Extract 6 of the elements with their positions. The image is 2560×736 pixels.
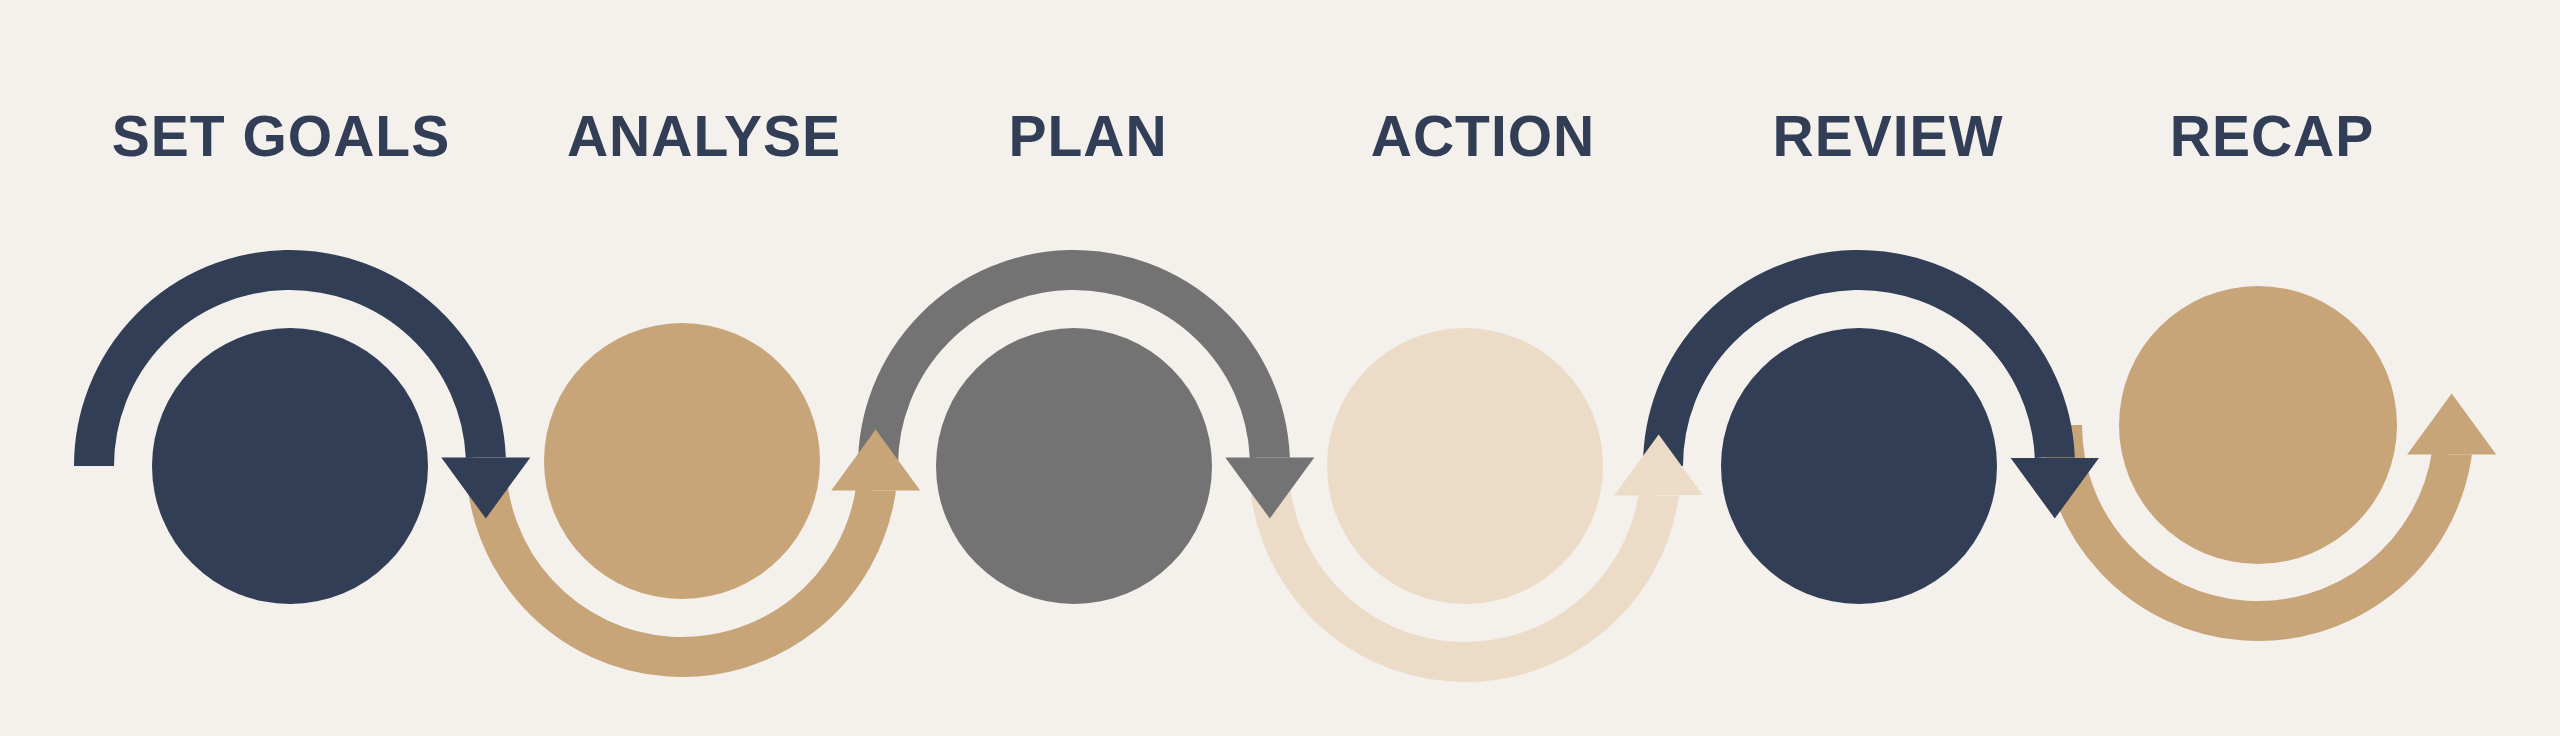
stage-heading: PLAN (1008, 108, 1168, 165)
stage-heading: RECAP (2169, 108, 2375, 165)
stage-heading: ACTION (1370, 108, 1596, 165)
stage-heading: ANALYSE (566, 108, 842, 165)
stage-heading: SET GOALS (111, 108, 451, 165)
stage-heading: REVIEW (1772, 108, 2004, 165)
